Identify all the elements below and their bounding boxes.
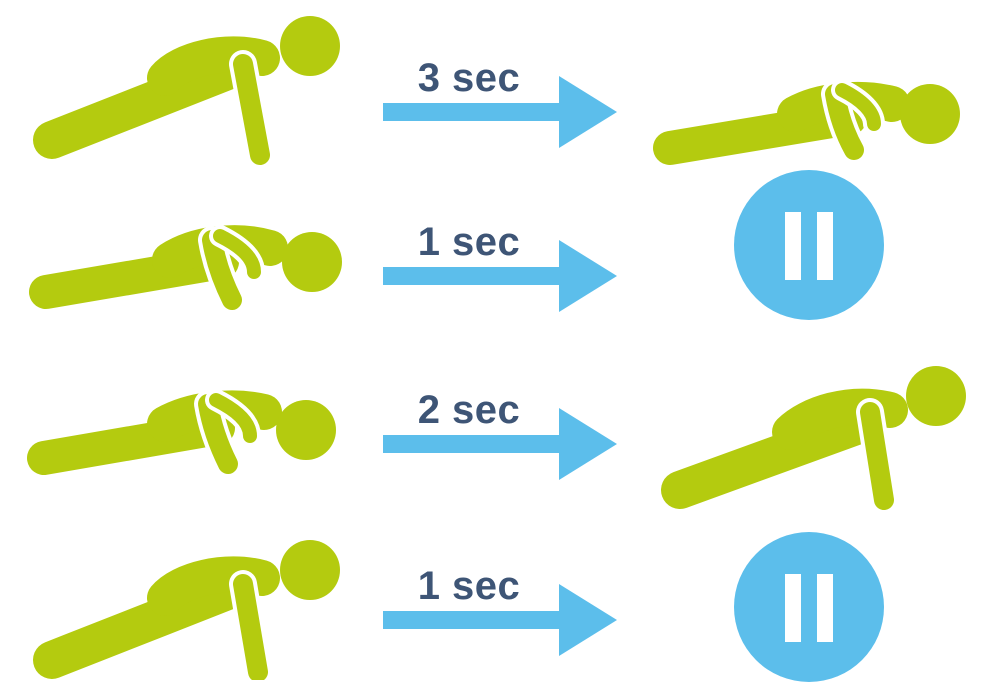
pushup-up-figure	[33, 16, 340, 169]
step-row-1: 3 sec	[0, 0, 1000, 170]
tempo-duration-label: 1 sec	[417, 564, 521, 608]
step-row-2: 1 sec	[0, 170, 1000, 340]
pushup-down-figure	[653, 79, 960, 165]
arrow-right-icon	[383, 76, 617, 148]
arrow-right-icon	[383, 584, 617, 656]
arrow-right-icon	[383, 240, 617, 312]
pause-icon	[734, 170, 884, 320]
pushup-up-figure	[33, 540, 340, 680]
step-row-3: 2 sec	[0, 340, 1000, 510]
tempo-duration-label: 1 sec	[417, 220, 521, 264]
pushup-down-figure	[27, 389, 336, 478]
tempo-duration-label: 2 sec	[417, 388, 521, 432]
pause-icon	[734, 532, 884, 682]
pushup-up-figure	[661, 366, 966, 510]
arrow-right-icon	[383, 408, 617, 480]
pushup-down-figure	[29, 225, 342, 314]
tempo-duration-label: 3 sec	[417, 56, 521, 100]
step-row-4: 1 sec	[0, 510, 1000, 682]
